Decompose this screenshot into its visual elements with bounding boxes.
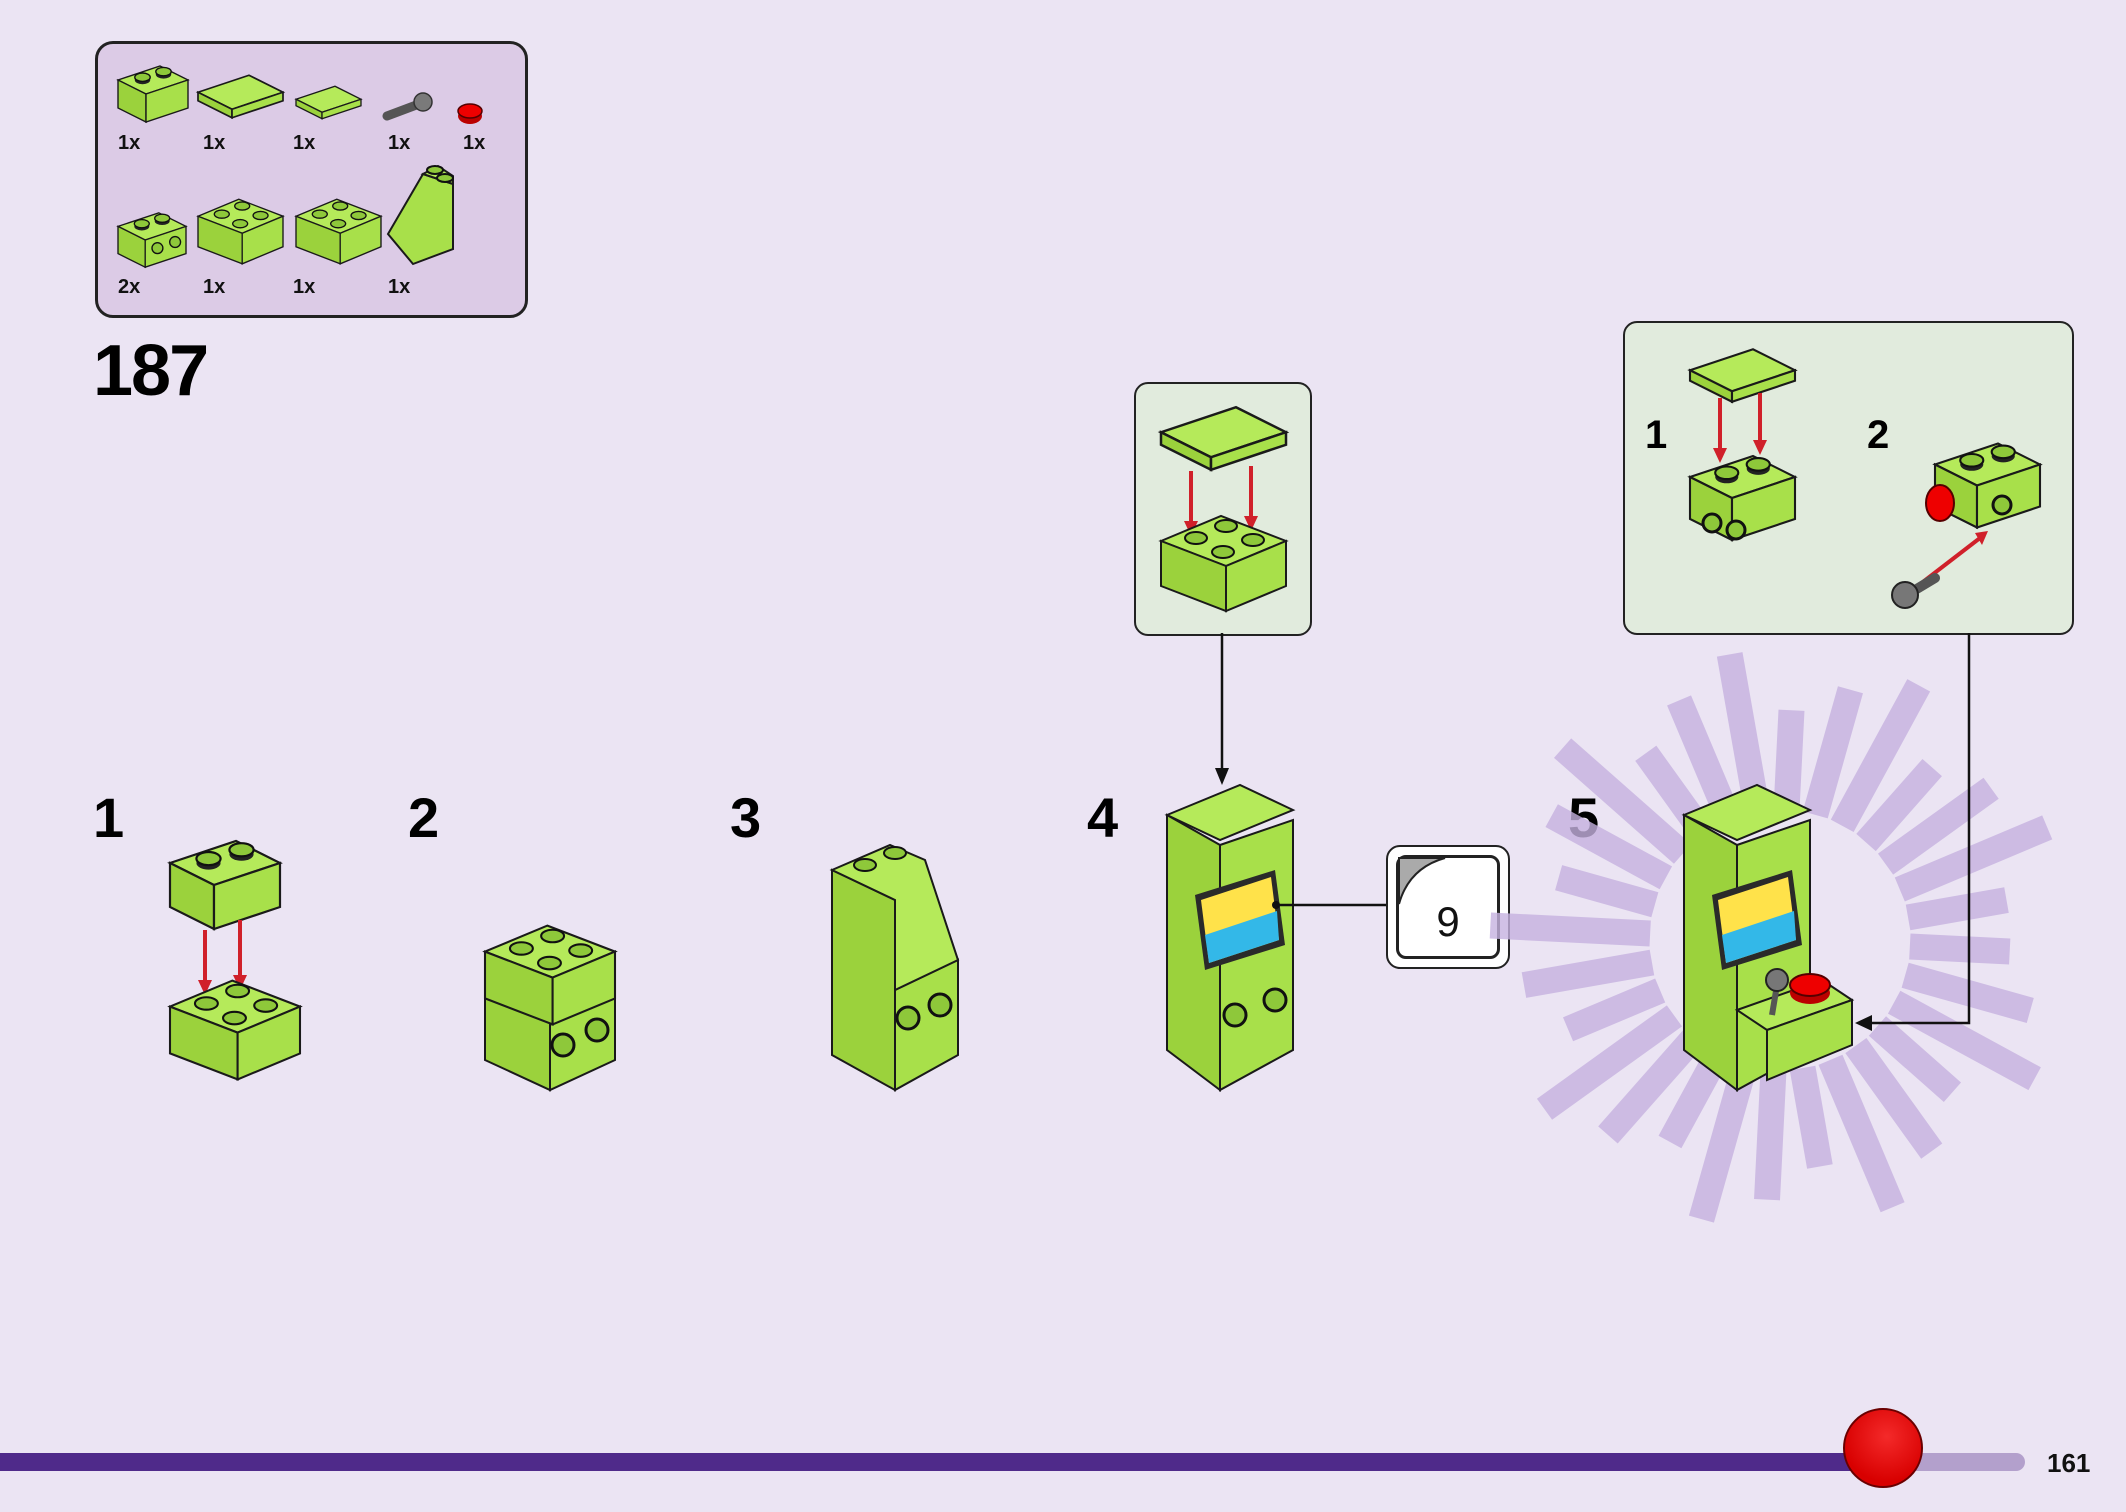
callout-step-number: 1 xyxy=(1645,413,1668,457)
parts-list-panel: 1x 1x 1x 1x 1x 2x 1x 1x 1x xyxy=(95,41,528,318)
part-qty: 1x xyxy=(118,132,141,154)
step3-illustration xyxy=(829,843,960,1092)
burst-ray xyxy=(1802,686,1863,819)
part-tile-1x2-icon xyxy=(295,85,362,120)
callout-step4-illustration xyxy=(1159,406,1288,612)
burst-ray xyxy=(1489,912,1651,947)
part-tile-2x2-icon xyxy=(197,74,284,119)
page-number: 161 xyxy=(2047,1448,2091,1478)
part-brick-1x2-icon xyxy=(117,65,189,123)
burst-ray xyxy=(1789,1065,1833,1169)
part-qty: 1x xyxy=(203,276,226,298)
sub-step-number: 4 xyxy=(1087,786,1119,849)
part-brick-2x2-icon xyxy=(197,198,284,265)
step1-illustration xyxy=(168,839,302,1081)
part-round-tile-red-icon xyxy=(457,103,483,124)
step4-arcade-illustration xyxy=(1164,783,1296,1093)
burst-ray xyxy=(1868,1016,1962,1102)
page-ref-connector xyxy=(1272,901,1388,909)
burst-ray xyxy=(1773,709,1805,811)
burst-ray xyxy=(1521,949,1655,998)
burst-ray xyxy=(1905,887,2009,931)
burst-ray xyxy=(1909,933,2011,965)
burst-ray xyxy=(1754,1069,1787,1201)
part-qty: 1x xyxy=(388,276,411,298)
burst-ray xyxy=(1845,1037,1943,1159)
sub-step-number: 3 xyxy=(730,786,762,849)
burst-ray xyxy=(1536,1005,1683,1120)
burst-ray xyxy=(1877,777,1999,875)
page-reference-number: 9 xyxy=(1436,898,1460,945)
burst-ray xyxy=(1818,1054,1905,1213)
burst-ray xyxy=(1894,815,2053,902)
page-reference-frame: 9 xyxy=(1396,855,1500,959)
part-qty: 1x xyxy=(293,132,316,154)
burst-ray xyxy=(1830,679,1931,833)
step2-illustration xyxy=(483,924,617,1092)
callout-step5-2-illustration xyxy=(1891,442,2042,609)
callout-connector-arrow xyxy=(1215,633,1229,785)
sub-step-number: 1 xyxy=(93,786,125,849)
part-qty: 1x xyxy=(203,132,226,154)
burst-ray xyxy=(1555,865,1659,918)
main-step-number: 187 xyxy=(93,331,209,411)
sub-step-number: 2 xyxy=(408,786,440,849)
part-joystick-icon xyxy=(382,92,433,121)
progress-fill xyxy=(0,1453,1874,1471)
burst-ray xyxy=(1901,962,2034,1023)
burst-ray xyxy=(1598,1028,1704,1144)
page-reference-box[interactable]: 9 xyxy=(1386,845,1510,969)
part-slope-inverted-icon xyxy=(295,198,382,265)
part-qty: 2x xyxy=(118,276,141,298)
callout-step5-1-illustration xyxy=(1688,348,1797,542)
part-slope-2x2x3-icon xyxy=(386,164,454,266)
burst-ray xyxy=(1545,804,1673,890)
progress-marker-ball xyxy=(1843,1408,1924,1488)
burst-ray xyxy=(1887,990,2041,1091)
burst-ray xyxy=(1553,738,1692,864)
part-qty: 1x xyxy=(388,132,411,154)
part-qty: 1x xyxy=(463,132,486,154)
callout5-connector-arrow xyxy=(1855,633,1971,1031)
sub-assembly-callout-step4 xyxy=(1134,382,1312,636)
callout-step-number: 2 xyxy=(1867,413,1890,457)
burst-ray xyxy=(1563,978,1666,1042)
burst-ray xyxy=(1856,758,1942,852)
part-qty: 1x xyxy=(293,276,316,298)
page-curl-icon xyxy=(1398,857,1446,905)
part-brick-side-studs-icon xyxy=(117,212,187,268)
step5-arcade-illustration xyxy=(1681,783,1855,1093)
sub-assembly-callout-step5: 1 2 xyxy=(1623,321,2074,635)
